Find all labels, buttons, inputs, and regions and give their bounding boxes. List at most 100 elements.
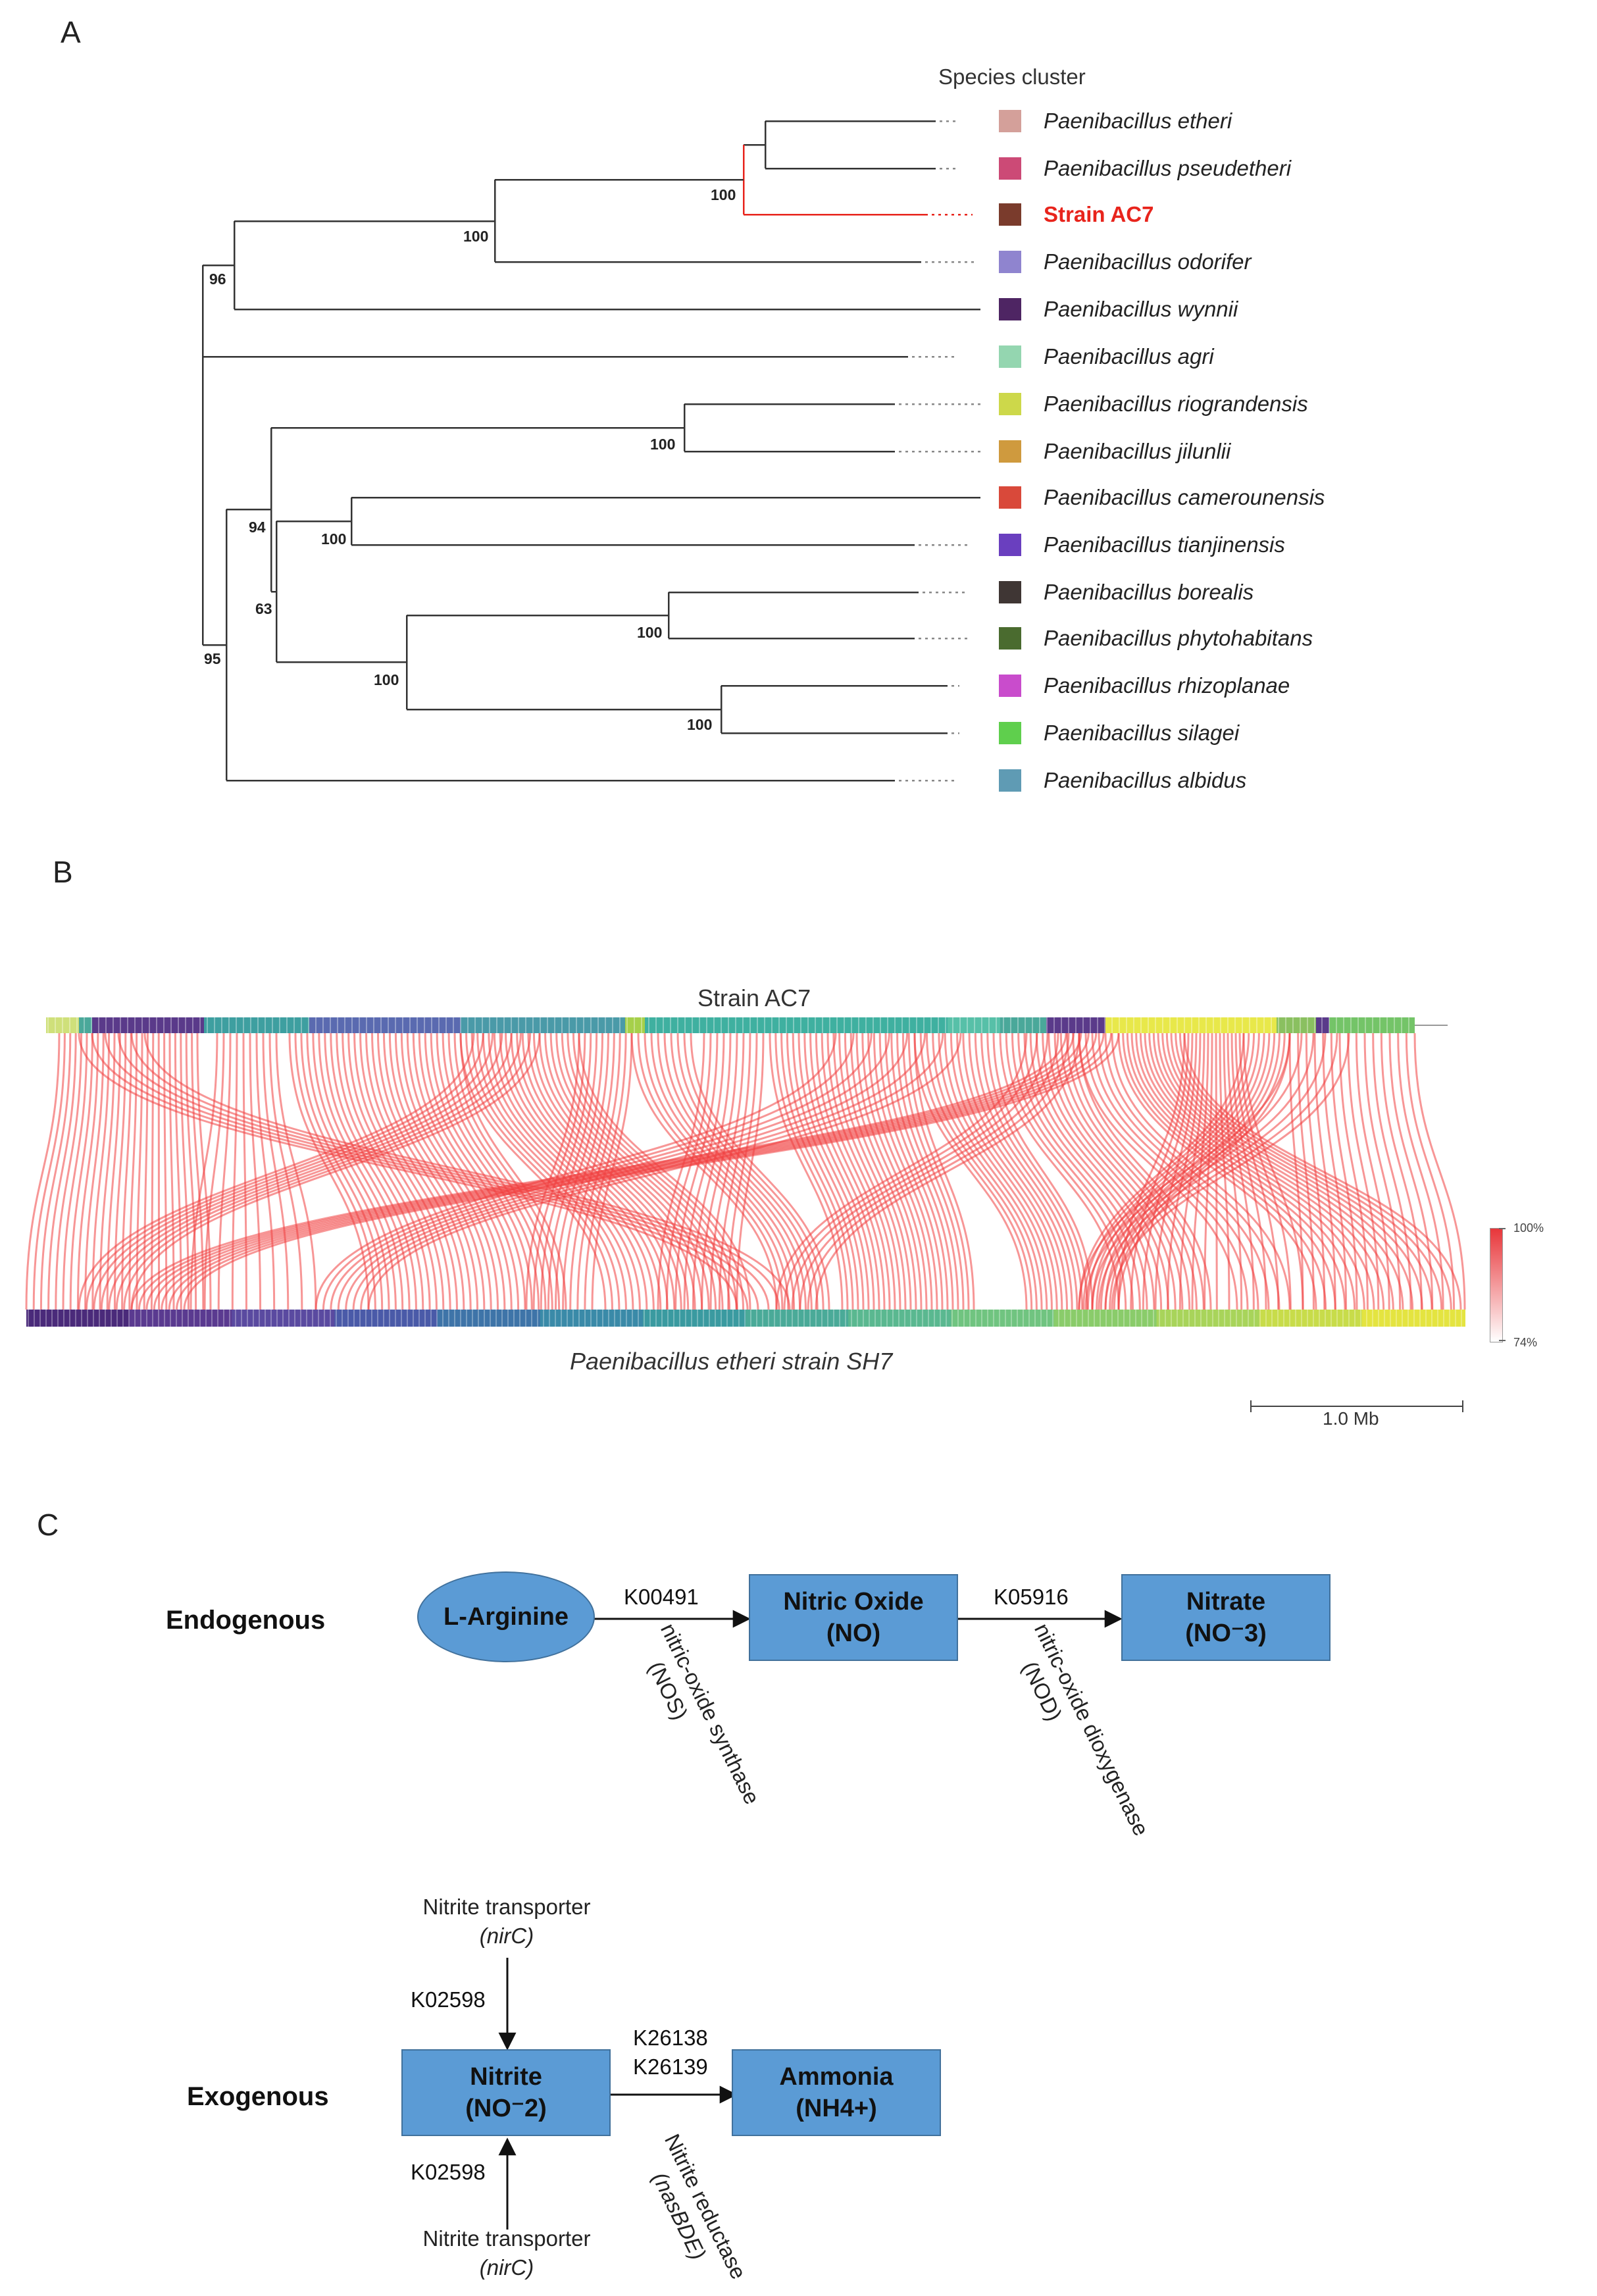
track-stripe <box>39 1310 41 1327</box>
track-stripe <box>34 1310 35 1327</box>
track-stripe <box>1123 1310 1125 1327</box>
track-stripe <box>322 1017 324 1033</box>
track-stripe <box>590 1310 592 1327</box>
track-stripe <box>438 1017 440 1033</box>
legend-swatch <box>999 110 1021 132</box>
bottom-genome-label: Paenibacillus etheri strain SH7 <box>570 1348 892 1375</box>
bootstrap-value: 94 <box>247 519 267 536</box>
track-stripe <box>764 1017 765 1033</box>
legend-label: Paenibacillus wynnii <box>1044 297 1238 322</box>
track-stripe <box>1034 1310 1036 1327</box>
track-stripe <box>259 1310 260 1327</box>
track-stripe <box>176 1310 177 1327</box>
track-stripe <box>152 1310 153 1327</box>
track-stripe <box>353 1310 355 1327</box>
track-stripe <box>969 1310 971 1327</box>
track-stripe <box>663 1017 664 1033</box>
track-stripe <box>815 1017 816 1033</box>
track-stripe <box>63 1310 64 1327</box>
legend-label: Paenibacillus camerounensis <box>1044 485 1325 510</box>
track-stripe <box>670 1017 671 1033</box>
track-stripe <box>1248 1310 1249 1327</box>
ammonia-label: Ammonia <box>779 2061 893 2093</box>
track-stripe <box>293 1017 295 1033</box>
track-stripe <box>596 1310 597 1327</box>
track-stripe <box>55 1017 56 1033</box>
nitrite-label: Nitrite <box>470 2061 542 2093</box>
track-stripe <box>996 1017 997 1033</box>
endogenous-label: Endogenous <box>166 1606 325 1635</box>
track-stripe <box>205 1310 207 1327</box>
track-stripe <box>732 1310 734 1327</box>
track-stripe <box>1177 1017 1178 1033</box>
track-stripe <box>1182 1310 1184 1327</box>
legend-row: Paenibacillus camerounensis <box>999 484 1325 511</box>
track-stripe <box>1147 1310 1148 1327</box>
legend-label: Paenibacillus silagei <box>1044 721 1239 746</box>
track-stripe <box>1390 1310 1391 1327</box>
track-stripe <box>1242 1310 1243 1327</box>
track-stripe <box>1058 1310 1059 1327</box>
track-stripe <box>644 1310 645 1327</box>
track-stripe <box>188 1310 189 1327</box>
track-stripe <box>146 1310 147 1327</box>
track-stripe <box>738 1310 740 1327</box>
legend-swatch <box>999 534 1021 556</box>
track-stripe <box>1379 1017 1381 1033</box>
track-stripe <box>904 1310 905 1327</box>
track-stripe <box>467 1017 469 1033</box>
track-stripe <box>286 1017 288 1033</box>
track-stripe <box>742 1017 744 1033</box>
legend-swatch <box>999 157 1021 180</box>
track-stripe <box>1278 1017 1279 1033</box>
track-stripe <box>1040 1310 1042 1327</box>
track-stripe <box>388 1017 389 1033</box>
track-stripe <box>691 1310 692 1327</box>
track-stripe <box>272 1017 273 1033</box>
legend-swatch <box>999 627 1021 650</box>
track-stripe <box>1325 1310 1326 1327</box>
track-stripe <box>858 1017 859 1033</box>
track-stripe <box>417 1017 418 1033</box>
track-stripe <box>851 1017 852 1033</box>
track-stripe <box>140 1310 141 1327</box>
track-stripe <box>105 1310 106 1327</box>
track-stripe <box>655 1017 657 1033</box>
track-stripe <box>223 1310 224 1327</box>
bottom-genome-block <box>1259 1310 1363 1327</box>
track-stripe <box>1052 1310 1053 1327</box>
track-stripe <box>709 1310 710 1327</box>
track-stripe <box>1191 1017 1192 1033</box>
track-stripe <box>1313 1310 1314 1327</box>
track-stripe <box>518 1017 519 1033</box>
track-stripe <box>365 1310 367 1327</box>
track-stripe <box>923 1017 925 1033</box>
track-stripe <box>57 1310 59 1327</box>
track-stripe <box>1135 1310 1136 1327</box>
legend-row: Paenibacillus phytohabitans <box>999 625 1313 651</box>
track-stripe <box>692 1017 693 1033</box>
track-stripe <box>1425 1310 1427 1327</box>
track-stripe <box>1104 1017 1105 1033</box>
track-stripe <box>513 1310 515 1327</box>
legend-label: Paenibacillus albidus <box>1044 768 1246 793</box>
synteny-link <box>250 1033 261 1310</box>
track-stripe <box>1184 1017 1185 1033</box>
track-stripe <box>217 1310 218 1327</box>
legend-swatch <box>999 440 1021 463</box>
track-stripe <box>288 1310 290 1327</box>
track-stripe <box>1141 1310 1142 1327</box>
legend-swatch <box>999 581 1021 603</box>
track-stripe <box>407 1310 408 1327</box>
track-stripe <box>413 1310 414 1327</box>
track-stripe <box>632 1310 633 1327</box>
track-stripe <box>448 1310 449 1327</box>
track-stripe <box>945 1017 946 1033</box>
track-stripe <box>1188 1310 1190 1327</box>
panel-label-b: B <box>53 854 73 890</box>
track-stripe <box>1061 1017 1062 1033</box>
legend-swatch <box>999 251 1021 273</box>
track-stripe <box>898 1310 900 1327</box>
track-stripe <box>1053 1017 1055 1033</box>
legend-label: Paenibacillus riograndensis <box>1044 392 1308 417</box>
